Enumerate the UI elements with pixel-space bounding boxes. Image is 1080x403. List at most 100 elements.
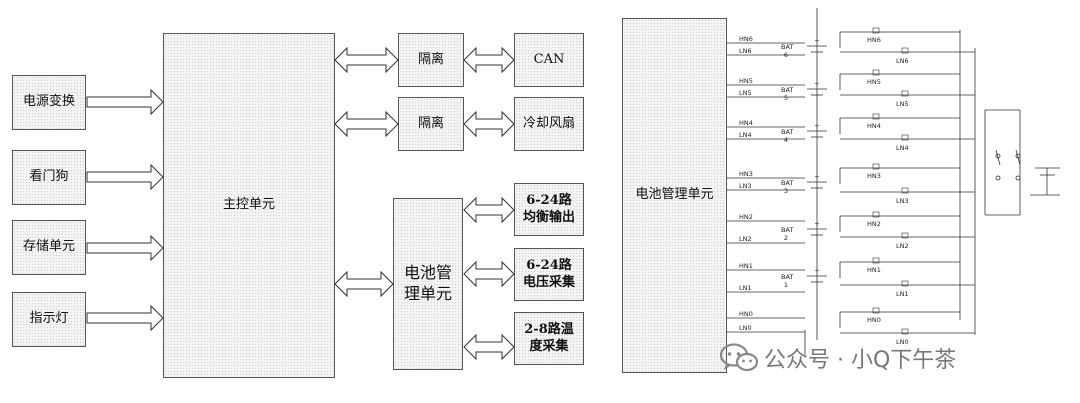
switch-high-label-hn2: HN2 — [867, 220, 881, 228]
arrow-indicator — [86, 304, 164, 332]
switch-high-label-hn4: HN4 — [867, 122, 881, 130]
arrow-isolation-fan — [463, 110, 515, 138]
arrow-storage — [86, 234, 164, 262]
arrow-power — [86, 88, 164, 116]
battery-number-2: 2 — [784, 234, 788, 242]
battery-number-3: 3 — [784, 187, 788, 195]
pin-label-ln1: LN1 — [739, 284, 752, 292]
switch-high-fet-5 — [872, 257, 880, 264]
watermark-text: 公众号 · 小Q下午茶 — [764, 348, 957, 373]
pin-label-hn6: HN6 — [739, 35, 753, 43]
battery-label-1: BAT — [781, 273, 793, 281]
switch-high-label-hn1: HN1 — [867, 266, 881, 274]
switch-low-fet-3 — [901, 187, 909, 194]
pin-label-ln3: LN3 — [739, 182, 752, 190]
switch-low-fet-2 — [901, 134, 909, 141]
power-conversion-box: 电源变换 — [12, 75, 86, 130]
switch-high-fet-1 — [872, 69, 880, 76]
switch-high-label-hn3: HN3 — [867, 172, 881, 180]
switch-high-fet-2 — [872, 113, 880, 120]
battery-label-3: BAT — [781, 179, 793, 187]
watermark: 公众号 · 小Q下午茶 — [720, 340, 956, 376]
switch-low-label-ln4: LN4 — [896, 144, 909, 152]
battery-number-6: 6 — [784, 51, 788, 59]
indicator-light-box: 指示灯 — [12, 292, 86, 347]
switch-low-label-ln1: LN1 — [896, 290, 909, 298]
bms-unit-circuit-label: 电池管理单元 — [635, 187, 714, 203]
cooling-fan-label: 冷却风扇 — [522, 115, 575, 131]
storage-unit-label: 存储单元 — [22, 239, 75, 255]
pin-label-ln5: LN5 — [739, 89, 752, 97]
switch-low-fet-0 — [901, 47, 909, 54]
switch-high-label-hn5: HN5 — [867, 78, 881, 86]
arrow-bms-balance — [463, 196, 515, 224]
relay-blade-1 — [995, 149, 1001, 166]
arrow-main-isolation-1 — [334, 46, 399, 74]
switch-high-label-hn0: HN0 — [867, 316, 881, 324]
pin-label-hn3: HN3 — [739, 170, 753, 178]
relay-contact-2 — [995, 175, 1001, 181]
bms-unit-box: 电池管理单元 — [393, 198, 463, 370]
switch-low-label-ln5: LN5 — [896, 100, 909, 108]
pin-label-ln0: LN0 — [739, 324, 752, 332]
watchdog-box: 看门狗 — [12, 150, 86, 205]
switch-high-fet-0 — [872, 27, 880, 34]
isolation-label-2: 隔离 — [417, 115, 444, 131]
indicator-light-label: 指示灯 — [29, 311, 69, 327]
main-control-unit-label: 主控单元 — [222, 197, 275, 213]
arrow-watchdog — [86, 163, 164, 191]
balance-output-box: 6-24路均衡输出 — [514, 183, 584, 236]
battery-number-5: 5 — [784, 94, 788, 102]
cooling-fan-box: 冷却风扇 — [514, 97, 584, 151]
bms-unit-circuit-box: 电池管理单元 — [622, 18, 727, 373]
switch-low-fet-4 — [901, 232, 909, 239]
battery-number-1: 1 — [784, 281, 788, 289]
switch-high-fet-4 — [872, 211, 880, 218]
temperature-acquisition-label: 2-8路温度采集 — [524, 321, 574, 354]
switch-low-fet-5 — [901, 280, 909, 287]
wechat-logo-icon — [720, 343, 758, 372]
pin-label-hn0: HN0 — [739, 310, 753, 318]
battery-label-5: BAT — [781, 86, 793, 94]
balance-output-label: 6-24路均衡输出 — [522, 192, 575, 225]
pin-label-hn4: HN4 — [739, 119, 753, 127]
switch-low-fet-1 — [901, 90, 909, 97]
isolation-box-1: 隔离 — [398, 33, 464, 87]
pin-label-hn1: HN1 — [739, 262, 753, 270]
switch-high-fet-6 — [872, 307, 880, 314]
arrow-bms-voltage — [463, 260, 515, 288]
battery-label-4: BAT — [781, 128, 793, 136]
pin-label-hn5: HN5 — [739, 77, 753, 85]
switch-low-label-ln0: LN0 — [896, 338, 909, 346]
battery-number-4: 4 — [784, 136, 788, 144]
voltage-acquisition-box: 6-24路电压采集 — [514, 248, 584, 301]
arrow-isolation-can — [463, 46, 515, 74]
pin-label-hn2: HN2 — [739, 213, 753, 221]
relay-blade-2 — [1015, 149, 1021, 166]
can-label: CAN — [533, 51, 565, 67]
voltage-acquisition-label: 6-24路电压采集 — [522, 257, 575, 290]
switch-low-fet-6 — [901, 328, 909, 335]
isolation-box-2: 隔离 — [398, 97, 464, 151]
isolation-label-1: 隔离 — [417, 51, 444, 67]
switch-low-label-ln2: LN2 — [896, 242, 909, 250]
bms-unit-label: 电池管理单元 — [403, 263, 452, 303]
arrow-main-isolation-2 — [334, 110, 399, 138]
arrow-main-bms — [334, 270, 394, 298]
relay-contact-4 — [1015, 175, 1021, 181]
temperature-acquisition-box: 2-8路温度采集 — [514, 312, 584, 365]
switch-high-fet-3 — [872, 163, 880, 170]
switch-high-label-hn6: HN6 — [867, 36, 881, 44]
arrow-bms-temperature — [463, 333, 515, 361]
watchdog-label: 看门狗 — [29, 169, 69, 185]
pin-label-ln4: LN4 — [739, 131, 752, 139]
battery-label-6: BAT — [781, 43, 793, 51]
pin-label-ln6: LN6 — [739, 47, 752, 55]
battery-label-2: BAT — [781, 226, 793, 234]
switch-low-label-ln3: LN3 — [896, 197, 909, 205]
power-conversion-label: 电源变换 — [22, 94, 75, 110]
main-control-unit: 主控单元 — [163, 33, 335, 378]
